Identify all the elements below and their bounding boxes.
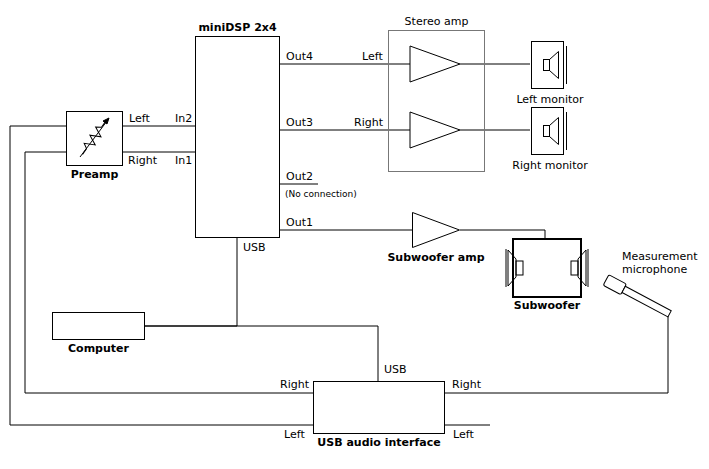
- node-caption: Preamp: [71, 168, 119, 181]
- node-caption: Subwoofer amp: [387, 251, 484, 264]
- node-caption: Measurement microphone: [622, 250, 704, 276]
- signal-wire: [485, 64, 530, 65]
- signal-wire: [10, 126, 313, 425]
- resistor-zigzag: [78, 119, 109, 158]
- computer-box: Computer: [52, 312, 145, 340]
- note: (No connection): [284, 188, 358, 200]
- wire: [388, 64, 410, 65]
- signal-wire: [485, 130, 530, 131]
- signal-wire: [280, 64, 388, 65]
- signal-name: Right: [279, 379, 310, 391]
- unconnected-wire: [445, 425, 490, 426]
- pin-name: In2: [174, 113, 193, 125]
- wire: [388, 130, 410, 131]
- monitor-speaker: Right monitor: [530, 106, 570, 156]
- signal-wire: [123, 126, 195, 127]
- amplifier-triangle: [410, 112, 460, 148]
- signal-name: Left: [128, 113, 151, 125]
- monitor-speaker: Left monitor: [530, 40, 570, 90]
- subwoofer-box: Subwoofer: [512, 238, 582, 298]
- subwoofer-driver: [506, 249, 523, 287]
- wiper-arrowhead: [103, 118, 109, 124]
- node-caption: Computer: [68, 342, 129, 355]
- potentiometer-symbol: [78, 119, 109, 158]
- speaker-outline: [530, 106, 570, 156]
- amplifier-triangle: [410, 46, 460, 82]
- pin-name: Out4: [285, 51, 314, 63]
- node-caption: USB audio interface: [317, 436, 440, 449]
- pin-name: Out3: [285, 117, 314, 129]
- signal-name: Left: [361, 51, 384, 63]
- signal-wire: [280, 130, 388, 131]
- interface-box: USB audio interface: [313, 381, 445, 434]
- pin-name: In1: [174, 155, 193, 167]
- signal-name: Left: [452, 429, 475, 441]
- port-name: USB: [383, 364, 408, 376]
- triangle-outline: [412, 212, 460, 248]
- signal-name: Right: [353, 117, 384, 129]
- node-caption: miniDSP 2x4: [198, 21, 276, 34]
- subwoofer-driver: [571, 249, 588, 287]
- dsp-box: miniDSP 2x4: [195, 36, 280, 238]
- wire: [460, 130, 485, 131]
- port-name: USB: [242, 242, 267, 254]
- wire: [460, 64, 485, 65]
- preamp-box: Preamp: [66, 111, 123, 166]
- signal-wire: [445, 316, 668, 393]
- signal-wire: [280, 230, 412, 231]
- signal-name: Right: [127, 155, 158, 167]
- wiper-arrow: [80, 121, 107, 157]
- node-caption: Subwoofer: [514, 299, 581, 312]
- node-caption: Left monitor: [516, 93, 583, 106]
- amp-housing: Stereo amp: [388, 30, 485, 172]
- pin-name: Out1: [285, 217, 314, 229]
- amplifier-triangle: Subwoofer amp: [412, 212, 460, 248]
- measurement-microphone: Measurement microphone: [598, 250, 705, 316]
- signal-name: Right: [451, 379, 482, 391]
- signal-wire: [145, 326, 378, 381]
- node-caption: Stereo amp: [405, 15, 469, 28]
- signal-wire: [123, 152, 195, 153]
- signal-wire: [25, 152, 313, 393]
- signal-wire: [145, 238, 237, 326]
- signal-name: Left: [283, 429, 306, 441]
- signal-wire: [460, 230, 545, 238]
- node-caption: Right monitor: [512, 159, 588, 172]
- speaker-outline: [530, 40, 570, 90]
- pin-name: Out2: [285, 171, 314, 183]
- unconnected-wire: [280, 184, 318, 185]
